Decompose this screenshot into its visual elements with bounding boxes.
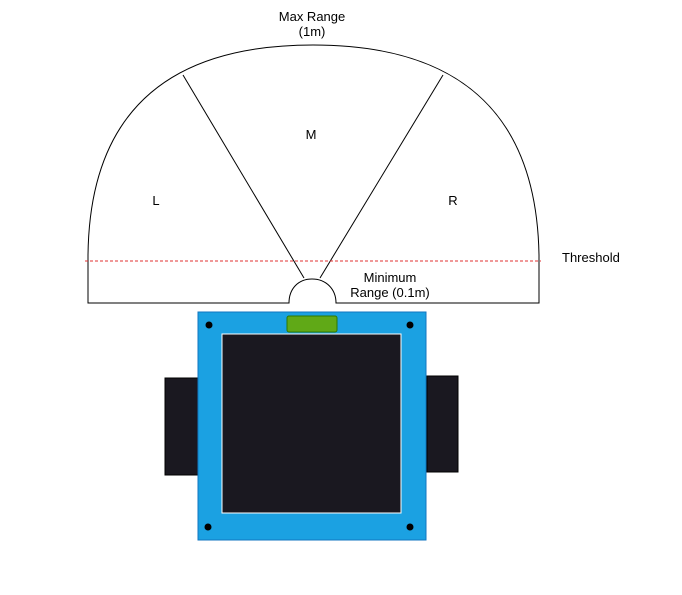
zone-label-right: R	[448, 193, 458, 208]
robot-screen	[221, 333, 402, 514]
max-range-label-line2: (1m)	[298, 24, 326, 39]
threshold-label: Threshold	[562, 250, 620, 265]
zone-label-left: L	[152, 193, 160, 208]
min-range-label-line2: Range (0.1m)	[350, 285, 430, 300]
distance-sensor	[286, 315, 338, 333]
mount-hole-bottom-right	[406, 523, 414, 531]
mount-hole-bottom-left	[204, 523, 212, 531]
mount-hole-top-right	[406, 321, 414, 329]
min-range-label: Minimum Range (0.1m)	[350, 270, 429, 300]
max-range-label-line1: Max Range	[278, 9, 346, 24]
min-range-label-line1: Minimum	[363, 270, 417, 285]
max-range-label: Max Range (1m)	[279, 9, 345, 39]
zone-label-middle: M	[305, 127, 317, 142]
zone-divider-left	[182, 74, 305, 279]
mount-hole-top-left	[205, 321, 213, 329]
right-wheel	[426, 375, 459, 473]
left-wheel	[164, 377, 200, 476]
zone-divider-right	[319, 74, 444, 279]
sensor-range-outline	[87, 44, 540, 304]
